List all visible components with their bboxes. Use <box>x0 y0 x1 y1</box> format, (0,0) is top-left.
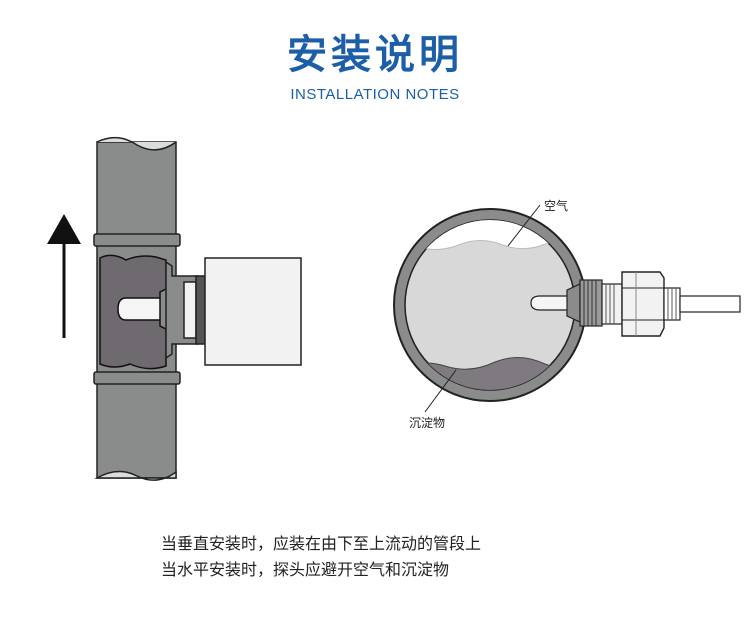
horizontal-installation-illustration: 空气 沉淀物 <box>393 198 741 430</box>
note-horizontal: 当水平安装时，探头应避开空气和沉淀物 <box>161 560 450 579</box>
air-label: 空气 <box>544 198 568 213</box>
note-vertical: 当垂直安装时，应装在由下至上流动的管段上 <box>161 534 482 553</box>
hex-nut <box>621 271 665 337</box>
cable-gland <box>663 287 681 321</box>
vertical-installation-illustration <box>47 136 302 481</box>
flow-direction-arrow <box>47 214 81 338</box>
pipe-clamp-bottom <box>93 371 181 385</box>
probe-connector <box>165 260 207 360</box>
page-title: 安装说明 <box>287 32 463 78</box>
installation-notes: 当垂直安装时，应装在由下至上流动的管段上 当水平安装时，探头应避开空气和沉淀物 <box>161 531 481 583</box>
transmitter-housing <box>204 257 302 366</box>
page-subtitle: INSTALLATION NOTES <box>290 86 460 103</box>
air-region <box>405 220 575 250</box>
pipe-clamp-top <box>93 233 181 247</box>
sediment-leader-line <box>424 369 457 413</box>
air-leader-line <box>507 204 541 247</box>
sediment-label: 沉淀物 <box>409 416 445 430</box>
threaded-fitting <box>579 279 623 327</box>
signal-cable <box>679 295 741 313</box>
